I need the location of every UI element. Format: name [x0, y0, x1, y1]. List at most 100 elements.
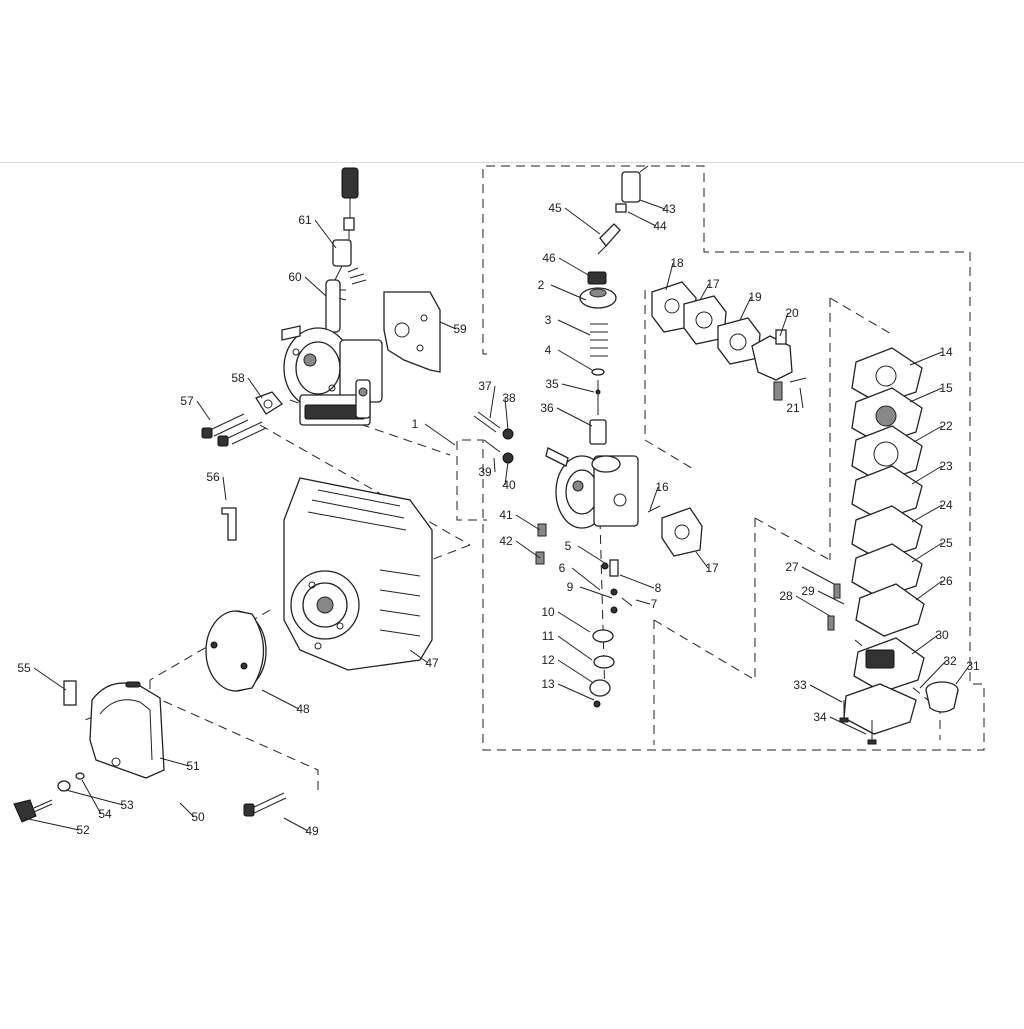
- leader-line-41: [515, 514, 541, 531]
- leader-line-17: [695, 551, 709, 569]
- callout-23: 23: [939, 459, 953, 473]
- callout-46: 46: [542, 251, 556, 265]
- leader-line-55: [33, 667, 67, 691]
- callout-26: 26: [939, 574, 953, 588]
- leader-line-46: [558, 257, 591, 277]
- callout-43: 43: [662, 202, 676, 216]
- part-56-bracket: [221, 507, 237, 541]
- leader-line-59: [439, 321, 457, 330]
- callout-10: 10: [541, 605, 555, 619]
- leader-line-10: [557, 611, 591, 633]
- leader-line-31: [955, 665, 970, 685]
- callout-17: 17: [705, 561, 719, 575]
- leader-line-24: [911, 504, 943, 523]
- callout-12: 12: [541, 653, 555, 667]
- carb-top-parts: [579, 165, 649, 445]
- callout-25: 25: [939, 536, 953, 550]
- callout-52: 52: [76, 823, 90, 837]
- callout-7: 7: [651, 597, 658, 611]
- callout-1: 1: [412, 417, 419, 431]
- carb-bottom-stack: [827, 347, 959, 745]
- callout-21: 21: [786, 401, 800, 415]
- callout-8: 8: [655, 581, 662, 595]
- part-52-54-knob: [13, 772, 85, 823]
- callout-9: 9: [567, 580, 574, 594]
- leader-line-26: [915, 580, 943, 601]
- leader-line-38: [504, 397, 509, 431]
- leader-line-60: [304, 276, 327, 297]
- leader-line-9: [579, 586, 613, 599]
- leader-line-16: [649, 486, 659, 511]
- leader-line-4: [557, 349, 593, 371]
- callout-19: 19: [748, 290, 762, 304]
- callout-49: 49: [305, 824, 319, 838]
- leader-line-58: [247, 377, 263, 399]
- leader-line-37: [489, 385, 496, 419]
- leader-line-43: [639, 199, 666, 210]
- callout-48: 48: [296, 702, 310, 716]
- callout-11: 11: [542, 629, 555, 643]
- callout-54: 54: [98, 807, 112, 821]
- callout-16: 16: [655, 480, 669, 494]
- callout-4: 4: [545, 343, 552, 357]
- callout-6: 6: [559, 561, 566, 575]
- callout-55: 55: [17, 661, 31, 675]
- callout-53: 53: [120, 798, 134, 812]
- part-57-58-bolts: [201, 391, 283, 447]
- callout-18: 18: [670, 256, 684, 270]
- callout-58: 58: [231, 371, 245, 385]
- carb-diaphragms: [651, 281, 807, 557]
- leader-line-51: [159, 757, 190, 767]
- leader-line-39: [493, 457, 496, 473]
- leader-line-61: [314, 219, 337, 249]
- carb-body: [545, 447, 639, 529]
- callout-50: 50: [191, 810, 205, 824]
- leader-line-53: [65, 789, 124, 806]
- leader-line-15: [909, 387, 943, 403]
- leader-line-52: [23, 817, 80, 831]
- part-49-screw: [243, 792, 287, 817]
- leader-line-35: [561, 383, 595, 393]
- leader-line-1: [424, 423, 456, 446]
- leader-line-13: [557, 683, 595, 701]
- leader-line-25: [911, 542, 943, 563]
- leader-line-3: [557, 319, 591, 336]
- leader-line-48: [261, 689, 300, 710]
- callout-14: 14: [939, 345, 953, 359]
- callout-31: 31: [966, 659, 980, 673]
- callout-39: 39: [478, 465, 492, 479]
- leader-line-22: [913, 425, 943, 443]
- part-51-cover: [89, 681, 165, 779]
- leader-line-23: [911, 465, 943, 485]
- leader-line-54: [81, 779, 102, 815]
- callout-33: 33: [793, 678, 807, 692]
- leader-line-8: [619, 574, 655, 589]
- leader-line-19: [739, 296, 752, 321]
- callout-38: 38: [502, 391, 516, 405]
- leader-line-12: [557, 659, 593, 683]
- leader-line-34: [829, 716, 867, 735]
- part-48-filter: [205, 610, 267, 692]
- leader-line-36: [556, 407, 593, 427]
- leader-line-28: [795, 595, 831, 617]
- callout-36: 36: [540, 401, 554, 415]
- callout-57: 57: [180, 394, 194, 408]
- leader-line-42: [515, 540, 541, 559]
- callout-59: 59: [453, 322, 467, 336]
- callout-24: 24: [939, 498, 953, 512]
- callout-30: 30: [935, 628, 949, 642]
- leader-line-44: [627, 211, 657, 227]
- leader-line-47: [409, 649, 429, 664]
- callout-42: 42: [499, 534, 513, 548]
- leader-line-49: [283, 817, 309, 832]
- leader-line-11: [557, 635, 593, 661]
- carburetor-assembly: [281, 167, 383, 426]
- callout-labels: 1234567891011121314151617171819202122232…: [17, 201, 980, 838]
- callout-15: 15: [939, 381, 953, 395]
- callout-60: 60: [288, 270, 302, 284]
- callout-28: 28: [779, 589, 793, 603]
- leader-line-5: [577, 545, 609, 566]
- callout-45: 45: [548, 201, 562, 215]
- callout-40: 40: [502, 478, 516, 492]
